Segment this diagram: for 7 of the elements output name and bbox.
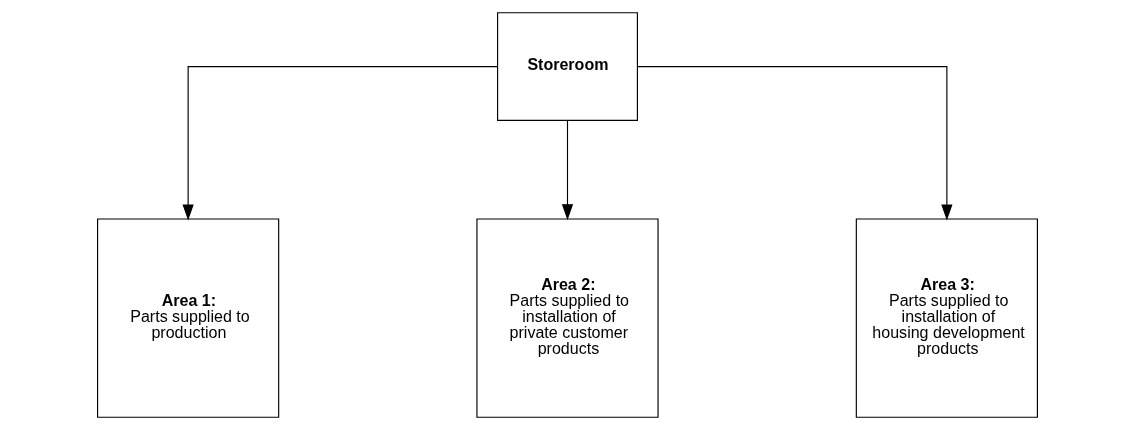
node-box: Area 1: Parts supplied to production: [97, 218, 280, 418]
node-box: Area 2: Parts supplied to installation of private customer products: [476, 218, 659, 418]
arrow: [561, 119, 574, 221]
node-box: Storeroom: [497, 12, 638, 121]
node-box: Area 3: Parts supplied to installation of housing development products: [855, 218, 1038, 418]
arrow: [182, 66, 499, 221]
arrow: [636, 66, 953, 221]
